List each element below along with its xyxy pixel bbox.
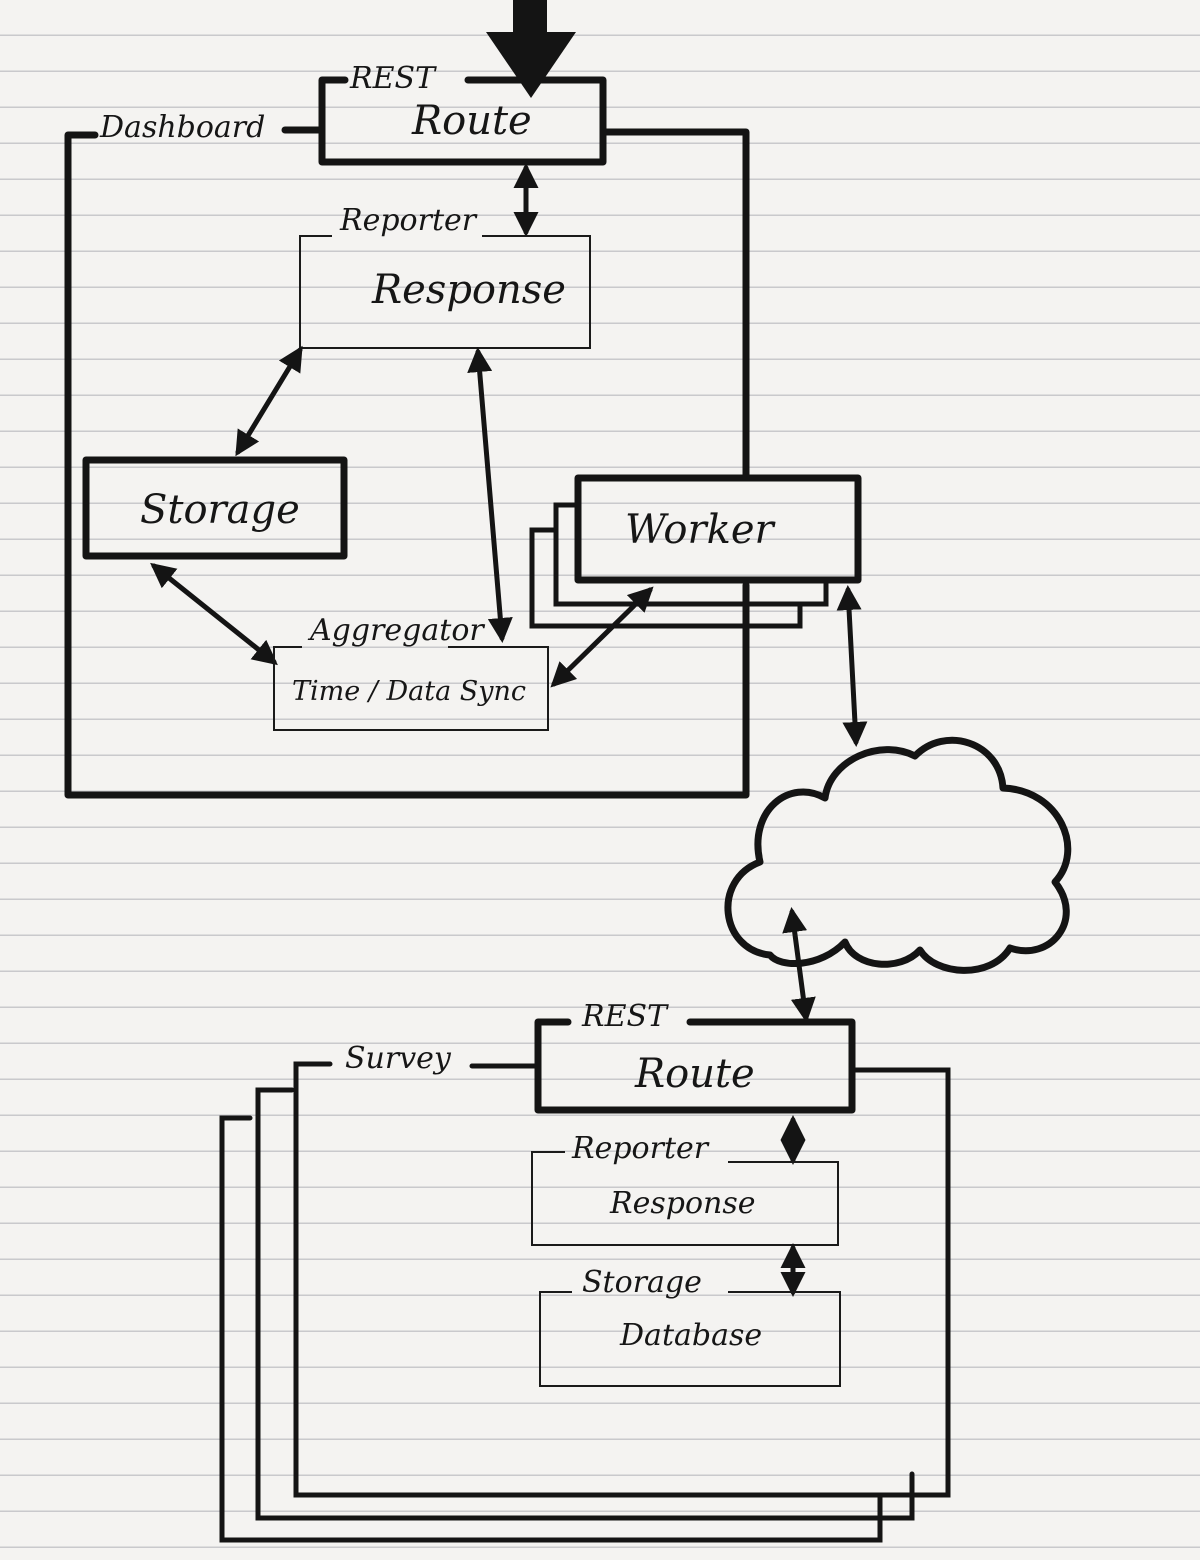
top-response-name: Response xyxy=(371,267,566,313)
survey-block: Survey REST Route Reporter Response Stor… xyxy=(219,999,951,1543)
survey-route-box xyxy=(534,1018,856,1114)
storage-sync-arrow xyxy=(150,562,278,666)
worker-stack: Worker xyxy=(529,474,862,629)
survey-database-box xyxy=(539,1291,841,1387)
incoming-request-arrow xyxy=(486,0,576,98)
survey-database-tag: Storage xyxy=(582,1265,702,1300)
survey-label: Survey xyxy=(345,1041,452,1076)
response-storage-arrow xyxy=(235,345,303,457)
survey-route-tag: REST xyxy=(581,999,669,1034)
worker-box xyxy=(574,474,862,584)
worker-sync-arrow xyxy=(550,586,654,688)
top-route-name: Route xyxy=(411,98,532,144)
survey-container-back-1 xyxy=(255,1087,915,1521)
dashboard-label: Dashboard xyxy=(99,110,265,145)
cloud-route-arrow xyxy=(782,907,816,1023)
sync-name: Time / Data Sync xyxy=(292,676,526,707)
survey-container xyxy=(293,1061,951,1498)
response-sync-arrow xyxy=(467,347,513,643)
survey-response-name: Response xyxy=(609,1186,755,1221)
sync-tag: Aggregator xyxy=(307,613,485,648)
internet-cloud xyxy=(724,736,1072,974)
top-response-tag: Reporter xyxy=(339,203,478,238)
dashboard-container xyxy=(64,128,750,799)
dashboard-block: Dashboard REST Route Reporter Response S… xyxy=(64,0,862,799)
survey-route-name: Route xyxy=(634,1051,755,1097)
worker-cloud-arrow xyxy=(836,585,868,747)
sync-box xyxy=(273,646,549,731)
storage-name: Storage xyxy=(140,487,300,533)
worker-name: Worker xyxy=(625,507,777,553)
top-route-box xyxy=(318,76,607,166)
storage-box xyxy=(82,456,348,560)
survey-container-back-2 xyxy=(219,1115,883,1543)
survey-database-name: Database xyxy=(619,1318,762,1353)
survey-response-tag: Reporter xyxy=(571,1131,710,1166)
top-response-box xyxy=(299,235,591,349)
survey-response-box xyxy=(531,1151,839,1246)
top-route-tag: REST xyxy=(349,61,437,96)
